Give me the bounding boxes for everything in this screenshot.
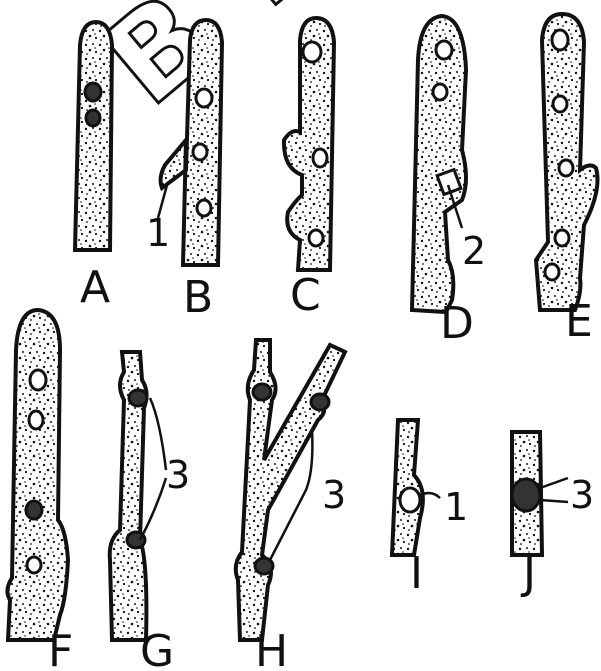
nucleus-c1	[303, 42, 321, 62]
leader-j	[540, 478, 568, 502]
marker-h: 3	[322, 473, 346, 517]
nucleus-f3	[26, 501, 42, 519]
nucleus-f4	[27, 557, 41, 573]
marker-i: 1	[444, 485, 468, 529]
nucleus-b2	[193, 144, 207, 160]
label-f: F	[48, 626, 73, 671]
label-e: E	[565, 296, 593, 347]
label-b: B	[183, 272, 213, 323]
clamp-g1	[129, 390, 147, 406]
label-h: H	[255, 626, 288, 671]
label-g: G	[140, 626, 174, 671]
label-j: J	[520, 548, 536, 599]
nucleus-f2	[29, 411, 43, 429]
nucleus-c2	[313, 149, 327, 167]
label-a: A	[80, 262, 110, 313]
label-i: I	[410, 548, 423, 599]
panel-e-hypha	[536, 14, 598, 310]
marker-j: 3	[570, 473, 594, 517]
hypha-d	[412, 16, 466, 312]
nucleus-c3	[309, 230, 323, 246]
nucleus-d2	[433, 84, 447, 100]
label-d: D	[440, 298, 474, 349]
panel-j-hypha	[512, 432, 568, 555]
label-c: C	[290, 270, 321, 321]
nucleus-b3	[197, 200, 211, 216]
marker-b: 1	[146, 211, 170, 255]
nucleus-a2	[86, 110, 100, 126]
hypha-a	[75, 22, 112, 250]
marker-d: 2	[462, 229, 486, 273]
clamp-j	[512, 479, 540, 511]
nucleus-e1	[552, 30, 568, 50]
hypha-f	[7, 310, 68, 640]
panel-i-hypha	[392, 420, 440, 555]
panel-g-hypha	[110, 352, 166, 640]
panel-f-hypha	[7, 310, 68, 640]
panel-a-hypha	[75, 22, 112, 250]
clamp-i	[400, 488, 420, 512]
nucleus-e2	[553, 96, 567, 112]
nucleus-e5	[545, 264, 559, 280]
clamp-h2	[311, 394, 329, 410]
nucleus-b1	[196, 89, 212, 107]
clamp-h3	[255, 558, 273, 574]
panel-d-hypha	[412, 16, 466, 312]
clamp-h1	[253, 384, 271, 400]
nucleus-d1	[436, 41, 452, 59]
nucleus-e4	[555, 230, 569, 246]
panel-c-hypha	[284, 18, 334, 270]
nucleus-e3	[559, 160, 573, 176]
nucleus-a1	[85, 83, 101, 101]
nucleus-f1	[30, 370, 46, 390]
marker-g: 3	[166, 453, 190, 497]
